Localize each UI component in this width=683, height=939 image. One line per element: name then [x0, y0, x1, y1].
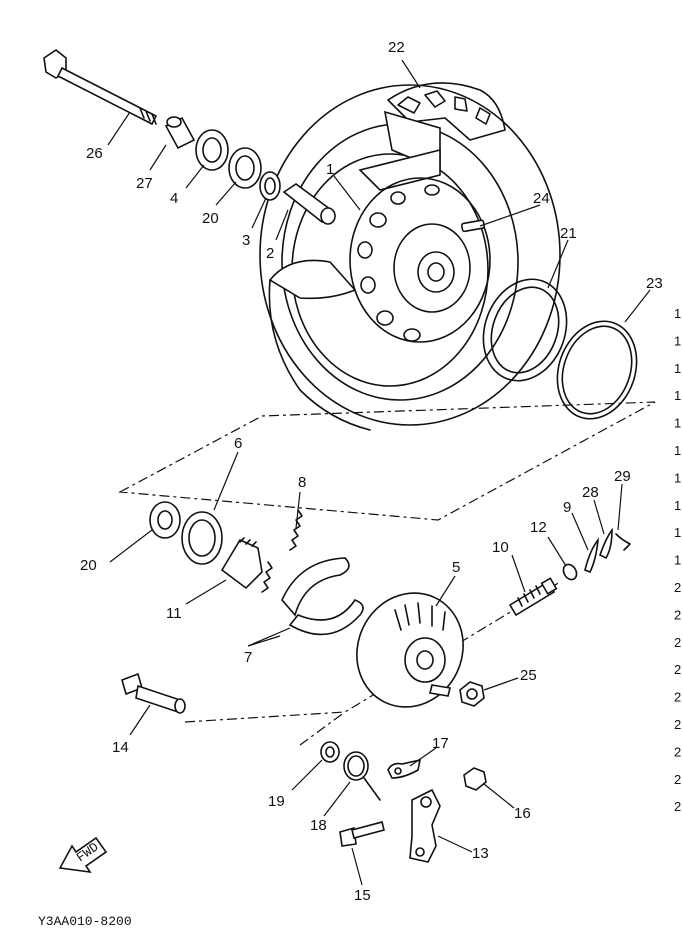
axle-bolt-part-26 — [43, 49, 158, 126]
edge-index-number: 1 — [674, 388, 681, 403]
edge-index-number: 1 — [674, 498, 681, 513]
callout-11: 11 — [166, 605, 182, 622]
spring-part-8 — [261, 509, 303, 593]
edge-index-number: 1 — [674, 306, 681, 321]
edge-index-number: 2 — [674, 690, 681, 705]
callout-23: 23 — [646, 275, 663, 292]
o-ring-part-23 — [556, 320, 638, 420]
spacer-part-2 — [282, 183, 336, 225]
edge-index-number: 2 — [674, 799, 681, 814]
callout-26: 26 — [86, 145, 103, 162]
callout-17: 17 — [432, 735, 449, 752]
callout-labels: 26 27 4 20 3 2 1 22 24 21 23 6 8 20 11 7… — [80, 39, 663, 904]
callout-25: 25 — [520, 667, 537, 684]
bolt-part-15 — [339, 821, 385, 847]
edge-index-number: 1 — [674, 553, 681, 568]
edge-index-number: 2 — [674, 580, 681, 595]
callout-5: 5 — [452, 559, 460, 576]
edge-index-number: 1 — [674, 443, 681, 458]
brake-panel-part-5 — [356, 592, 464, 708]
callout-24: 24 — [533, 190, 550, 207]
edge-index-number: 1 — [674, 525, 681, 540]
washer-part-28 — [599, 527, 613, 560]
seal-part-3 — [259, 171, 281, 201]
callout-6: 6 — [234, 435, 242, 452]
callout-10: 10 — [492, 539, 509, 556]
bearing-part-4 — [195, 129, 229, 171]
callout-21: 21 — [560, 225, 577, 242]
edge-index-number: 2 — [674, 772, 681, 787]
edge-index-number: 2 — [674, 607, 681, 622]
valve-part-24 — [460, 219, 485, 233]
clip-part-29 — [615, 533, 631, 551]
drawing-code: Y3AA010-8200 — [38, 914, 132, 929]
callout-14: 14 — [112, 739, 129, 756]
edge-index-column: 1 1 1 1 1 1 1 1 1 1 2 2 2 2 2 2 2 2 2 — [674, 306, 681, 814]
assembly-outline-upper — [117, 401, 656, 521]
tire-part-22 — [259, 82, 561, 431]
callout-19: 19 — [268, 793, 285, 810]
callout-18: 18 — [310, 817, 327, 834]
assembly-outline-bottom — [299, 711, 346, 746]
return-spring-part-18 — [343, 751, 381, 801]
leader-lines — [107, 59, 651, 886]
nut-part-12 — [562, 563, 578, 581]
edge-index-number: 1 — [674, 416, 681, 431]
callout-9: 9 — [563, 499, 571, 516]
callout-27: 27 — [136, 175, 153, 192]
nut-part-16 — [463, 767, 487, 791]
edge-index-number: 2 — [674, 635, 681, 650]
callout-15: 15 — [354, 887, 371, 904]
callout-12: 12 — [530, 519, 547, 536]
callout-13: 13 — [472, 845, 489, 862]
nut-part-25 — [459, 681, 485, 707]
callout-20-upper: 20 — [202, 210, 219, 227]
edge-index-number: 2 — [674, 744, 681, 759]
callout-16: 16 — [514, 805, 531, 822]
washer-part-19 — [320, 741, 340, 763]
seal-part-6 — [181, 511, 223, 565]
callout-4: 4 — [170, 190, 178, 207]
rim-band-part-21 — [482, 278, 568, 382]
edge-index-number: 1 — [674, 361, 681, 376]
bearing-part-20-lower — [149, 501, 181, 539]
callout-3: 3 — [242, 232, 250, 249]
callout-22: 22 — [388, 39, 405, 56]
forward-arrow-icon: FWD — [58, 836, 108, 874]
callout-8: 8 — [298, 474, 306, 491]
wheel-rim-part-1 — [349, 177, 491, 343]
cable-adjuster-part-10 — [508, 577, 558, 617]
pin-part-9 — [584, 537, 600, 574]
callout-1: 1 — [326, 161, 334, 178]
collar-part-27 — [164, 116, 196, 150]
callout-28: 28 — [582, 484, 599, 501]
callout-29: 29 — [614, 468, 631, 485]
camshaft-part-14 — [121, 672, 186, 714]
brake-arm-part-13 — [409, 788, 441, 863]
brake-shoes-part-7 — [281, 557, 364, 636]
edge-index-number: 1 — [674, 333, 681, 348]
edge-index-number: 2 — [674, 662, 681, 677]
edge-index-number: 2 — [674, 717, 681, 732]
gear-part-11 — [220, 537, 263, 590]
callout-20-lower: 20 — [80, 557, 97, 574]
edge-index-number: 1 — [674, 470, 681, 485]
bearing-part-20-upper — [228, 147, 262, 189]
callout-7: 7 — [244, 649, 252, 666]
callout-2: 2 — [266, 245, 274, 262]
